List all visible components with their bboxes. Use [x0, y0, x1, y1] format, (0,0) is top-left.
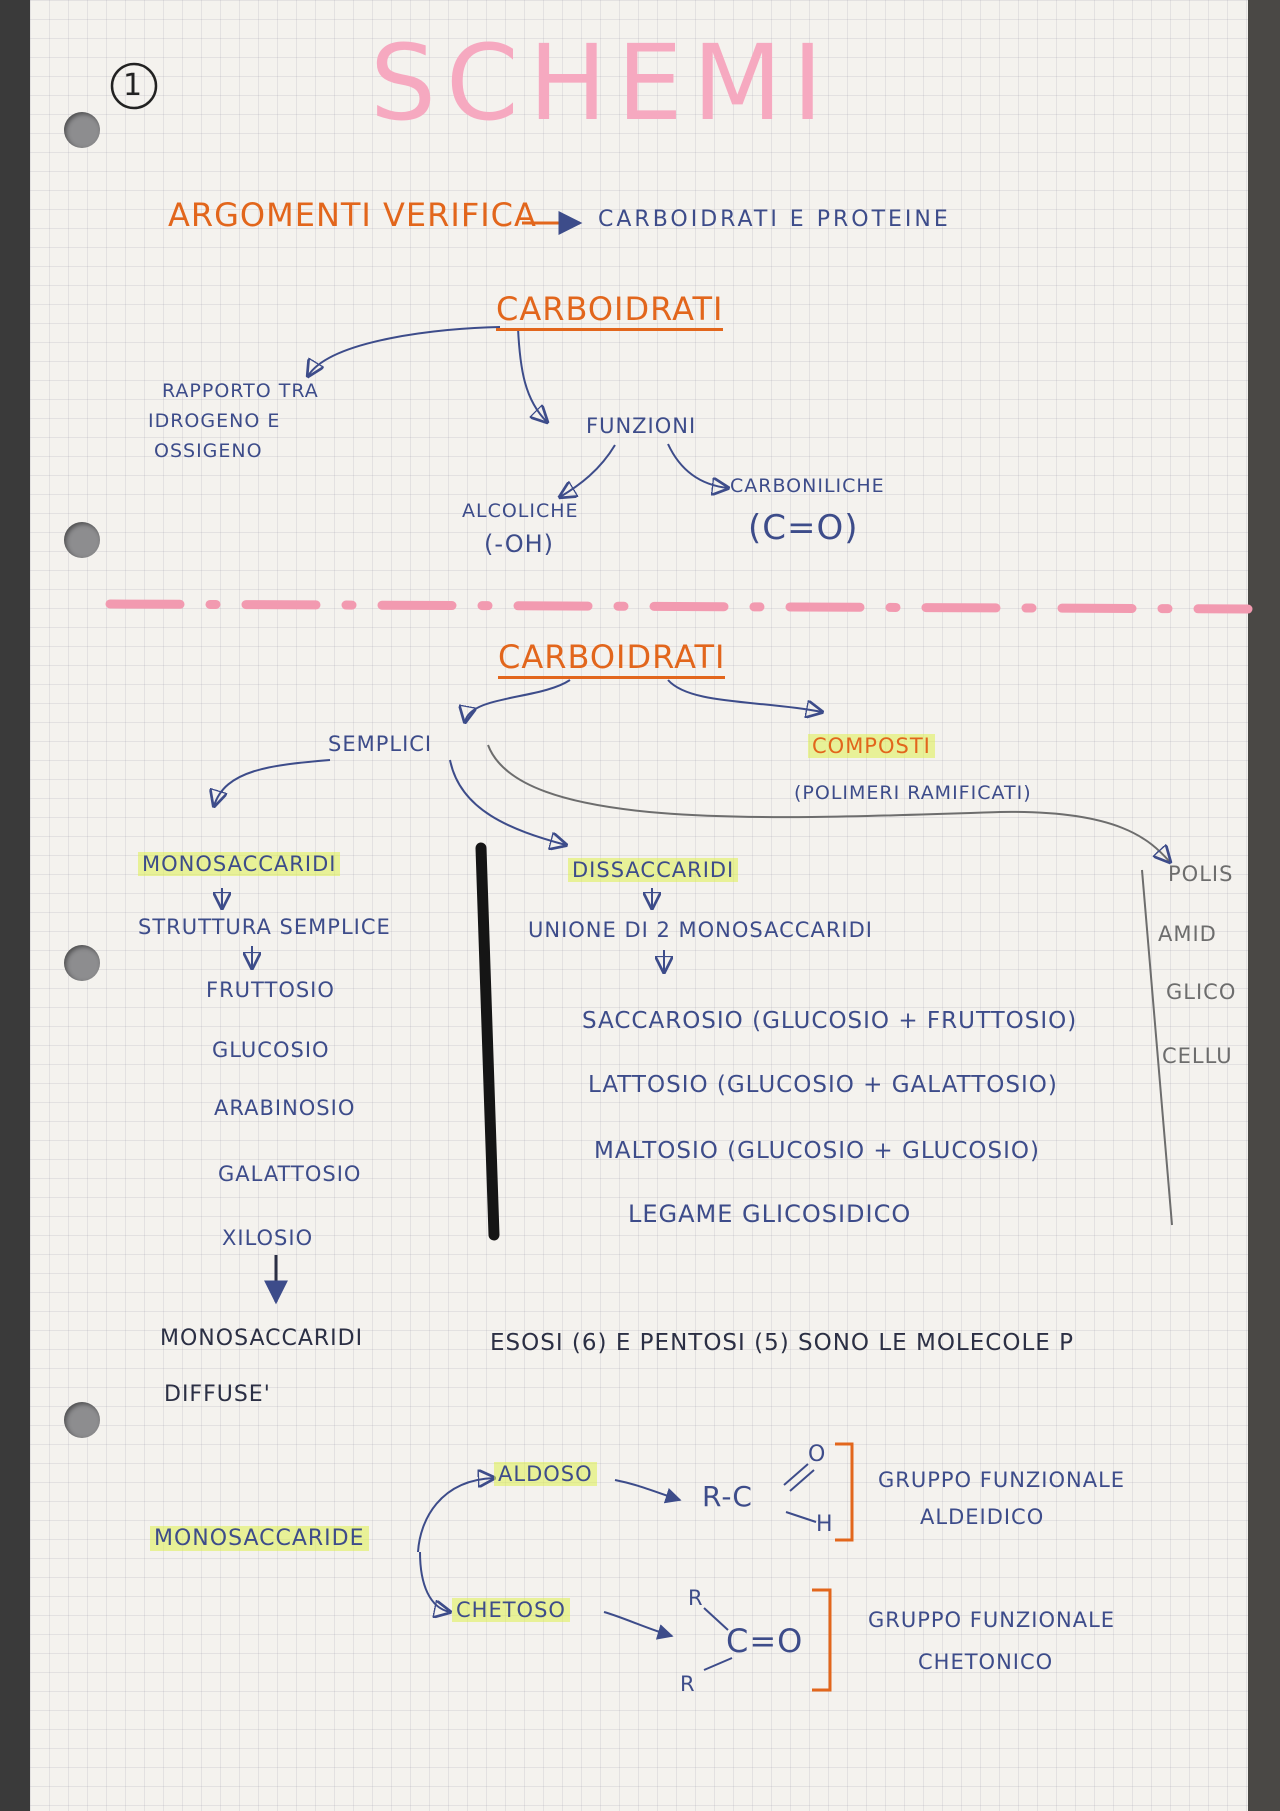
ketose-formula-r-top: R	[688, 1586, 704, 1610]
compound-text: COMPOSTI	[808, 734, 935, 758]
note-sentence: ESOSI (6) E PENTOSI (5) SONO LE MOLECOLE…	[490, 1330, 1074, 1356]
aldose-label: ALDOSO	[494, 1462, 597, 1486]
poly-title: POLIS	[1168, 862, 1234, 886]
section-separator	[105, 599, 1253, 614]
aldose-text: ALDOSO	[494, 1462, 597, 1486]
connector-ketose	[419, 1551, 450, 1612]
notebook-page	[30, 0, 1248, 1811]
mono-item: GALATTOSIO	[218, 1162, 362, 1186]
connector-carbonyl	[667, 443, 728, 488]
mono-desc: STRUTTURA SEMPLICE	[138, 915, 391, 939]
mono-title: MONOSACCARIDI	[138, 852, 341, 876]
monosaccharide-label: MONOSACCARIDE	[150, 1526, 369, 1551]
connector-di	[449, 759, 566, 845]
binder-hole	[64, 1402, 100, 1438]
mono-item: ARABINOSIO	[214, 1096, 356, 1120]
di-item: LATTOSIO (GLUCOSIO + GALATTOSIO)	[588, 1072, 1058, 1098]
diagram1-root: CARBOIDRATI	[496, 290, 724, 331]
compound-label: COMPOSTI	[808, 734, 935, 758]
page-title: SCHEMI	[370, 22, 833, 144]
aldose-group-line-1: GRUPPO FUNZIONALE	[878, 1468, 1126, 1492]
binder-hole	[64, 945, 100, 981]
note-mono-line-2: DIFFUSE'	[164, 1382, 271, 1407]
poly-item: GLICO	[1166, 980, 1237, 1004]
mono-item: FRUTTOSIO	[206, 978, 335, 1002]
ratio-line-3: OSSIGENO	[154, 440, 263, 462]
bracket-ketose	[812, 1588, 832, 1692]
bond-double-o	[789, 1469, 815, 1492]
monosaccharide-text: MONOSACCARIDE	[150, 1526, 369, 1551]
connector-functions	[517, 327, 547, 422]
connector-compound	[667, 679, 822, 712]
ratio-line-2: IDROGENO E	[148, 410, 281, 432]
ratio-line-1: RAPPORTO TRA	[162, 380, 319, 402]
page-number-circle	[110, 62, 158, 110]
connector-simple	[465, 679, 571, 722]
aldose-group-line-2: ALDEIDICO	[920, 1505, 1045, 1529]
page-number: 1	[123, 68, 144, 103]
bond-h	[785, 1511, 817, 1523]
diagram2-root: CARBOIDRATI	[498, 638, 726, 679]
functions-label: FUNZIONI	[586, 414, 697, 438]
connector-alcoholic	[560, 444, 616, 497]
bond-double-o	[783, 1463, 809, 1486]
compound-note: (POLIMERI RAMIFICATI)	[794, 782, 1032, 804]
ketose-group-line-2: CHETONICO	[918, 1650, 1054, 1674]
simple-label: SEMPLICI	[328, 732, 433, 756]
topics-label: ARGOMENTI VERIFICA	[168, 196, 537, 234]
ketose-group-line-1: GRUPPO FUNZIONALE	[868, 1608, 1116, 1632]
di-bond: LEGAME GLICOSIDICO	[628, 1200, 912, 1228]
mono-title-text: MONOSACCARIDI	[138, 852, 341, 876]
alcoholic-formula: (-OH)	[484, 530, 554, 558]
binder-hole	[64, 522, 100, 558]
connector-aldose-formula	[614, 1479, 682, 1504]
poly-item: AMID	[1158, 922, 1217, 946]
mono-item: XILOSIO	[222, 1226, 314, 1250]
ketose-label: CHETOSO	[452, 1598, 570, 1622]
di-title-text: DISSACCARIDI	[568, 858, 739, 882]
connector-ratio	[308, 326, 501, 376]
di-desc: UNIONE DI 2 MONOSACCARIDI	[528, 918, 873, 942]
aldose-formula-h: H	[816, 1512, 834, 1537]
poly-divider	[1141, 869, 1173, 1226]
connector-ketose-formula	[603, 1611, 674, 1640]
binder-hole	[64, 112, 100, 148]
di-item: SACCAROSIO (GLUCOSIO + FRUTTOSIO)	[582, 1008, 1078, 1034]
carbonyl-formula: (C=O)	[748, 508, 859, 548]
bond-r-bottom	[703, 1657, 733, 1671]
alcoholic-label: ALCOLICHE	[462, 500, 579, 522]
column-divider	[475, 842, 500, 1241]
topics-value: CARBOIDRATI E PROTEINE	[598, 207, 951, 232]
aldose-formula-o: O	[808, 1442, 827, 1467]
bond-r-top	[703, 1607, 729, 1631]
poly-item: CELLU	[1162, 1044, 1233, 1068]
ketose-formula-r-bottom: R	[680, 1672, 696, 1696]
ketose-text: CHETOSO	[452, 1598, 570, 1622]
connector-poly	[487, 744, 1170, 862]
bracket-aldose	[835, 1442, 854, 1542]
page-edge	[1248, 0, 1280, 1811]
connector-aldose	[417, 1478, 494, 1553]
di-title: DISSACCARIDI	[568, 858, 739, 882]
ketose-formula-core: C=O	[726, 1622, 804, 1660]
di-item: MALTOSIO (GLUCOSIO + GLUCOSIO)	[594, 1138, 1040, 1164]
mono-item: GLUCOSIO	[212, 1038, 330, 1062]
connector-mono	[214, 759, 331, 806]
carbonyl-label: CARBONILICHE	[730, 475, 885, 497]
note-mono-line-1: MONOSACCARIDI	[160, 1326, 364, 1351]
aldose-formula-r: R-C	[702, 1480, 753, 1513]
